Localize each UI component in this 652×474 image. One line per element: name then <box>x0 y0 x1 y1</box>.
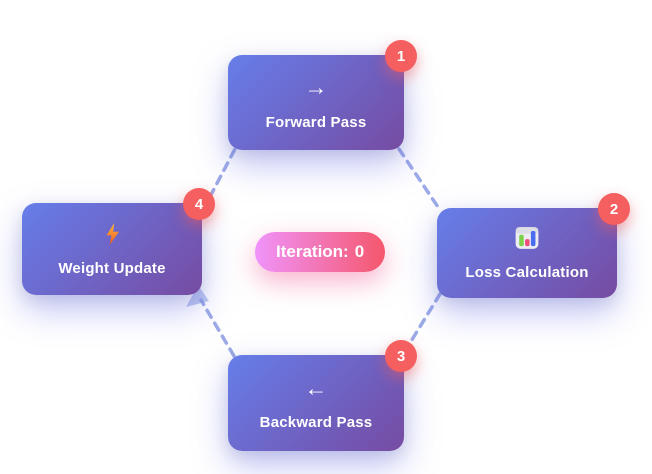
iteration-counter: Iteration: 0 <box>255 232 386 272</box>
node-label: Backward Pass <box>259 414 373 431</box>
node-label: Weight Update <box>58 260 166 277</box>
node-loss-calculation[interactable]: 2 Loss Calculation <box>437 193 630 298</box>
step-badge: 4 <box>183 188 215 220</box>
connector-backward-to-weight <box>199 298 236 358</box>
node-weight-update[interactable]: 4 Weight Update <box>22 188 215 295</box>
step-badge: 3 <box>385 340 417 372</box>
node-label: Forward Pass <box>265 113 367 131</box>
node-label: Loss Calculation <box>465 264 589 281</box>
connector-forward-to-loss <box>397 147 442 212</box>
arrow-left-icon: ← <box>304 374 328 401</box>
step-badge: 2 <box>598 193 630 225</box>
bar-chart-icon <box>514 225 540 251</box>
iteration-value: 0 <box>354 242 365 261</box>
lightning-icon <box>101 221 123 247</box>
node-backward-pass[interactable]: 3 ← Backward Pass <box>228 340 417 451</box>
arrow-right-icon: → <box>304 74 328 100</box>
step-badge: 1 <box>385 40 417 72</box>
node-forward-pass[interactable]: 1 → Forward Pass <box>228 40 417 150</box>
connector-weight-to-forward <box>201 147 237 212</box>
connector-arrowhead <box>186 285 209 307</box>
iteration-label: Iteration: <box>276 242 349 261</box>
